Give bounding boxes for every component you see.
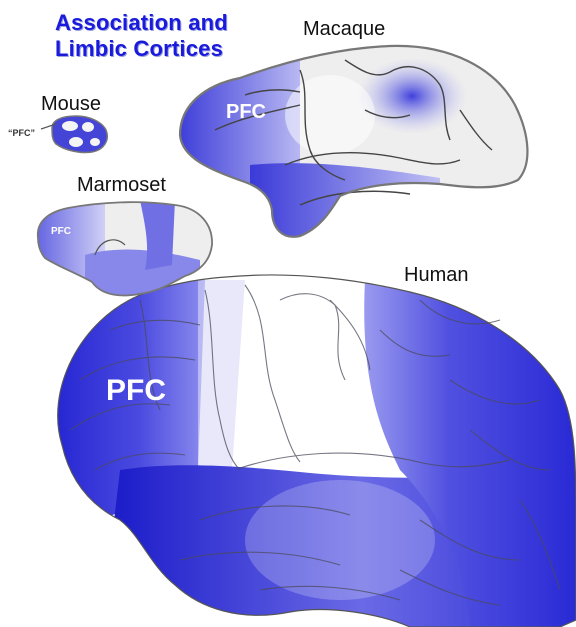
species-label-marmoset: Marmoset — [77, 174, 166, 197]
marmoset-pfc-label: PFC — [51, 226, 71, 237]
macaque-pfc-label: PFC — [226, 101, 266, 124]
species-label-macaque: Macaque — [303, 18, 385, 41]
macaque-brain — [170, 40, 527, 260]
mouse-pfc-label: “PFC” — [8, 128, 35, 138]
mouse-brain — [41, 116, 107, 153]
figure-title-line-2: Limbic Cortices — [55, 36, 223, 62]
species-label-human: Human — [404, 264, 468, 287]
macaque-temporal-region — [250, 163, 440, 260]
human-pfc-label: PFC — [106, 374, 166, 408]
human-brain — [40, 275, 576, 627]
figure-title-line-1: Association and — [55, 10, 228, 36]
species-label-mouse: Mouse — [41, 93, 101, 116]
